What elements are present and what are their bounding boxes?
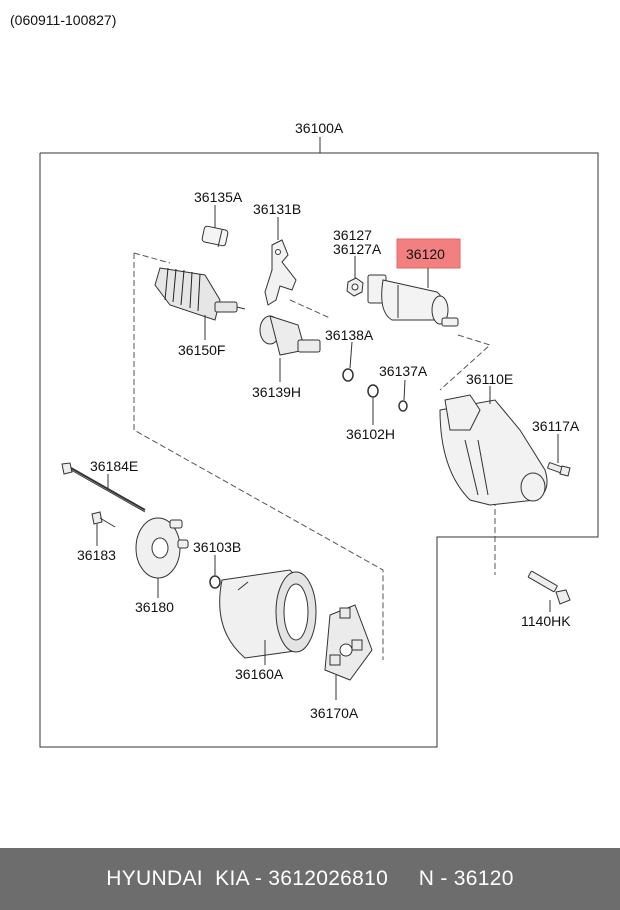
highlight-box — [396, 238, 461, 269]
part-label-36102H[interactable]: 36102H — [346, 426, 395, 442]
part-36103B-drawing — [209, 575, 221, 589]
part-36180-drawing — [135, 517, 189, 579]
part-label-36120[interactable]: 36120 — [406, 246, 445, 262]
part-36135A-drawing — [201, 225, 229, 248]
part-label-36103B[interactable]: 36103B — [193, 539, 241, 555]
part-label-36127[interactable]: 36127 — [333, 227, 372, 243]
part-label-36184E[interactable]: 36184E — [90, 458, 138, 474]
part-36120-drawing — [367, 274, 459, 327]
part-36137A-drawing — [398, 400, 408, 412]
part-36110E-drawing — [439, 394, 548, 506]
date-range-label: (060911-100827) — [10, 12, 117, 28]
leader-36138A — [349, 341, 353, 369]
part-label-1140HK[interactable]: 1140HK — [521, 613, 571, 629]
assembly-label: 36100A — [295, 120, 344, 136]
part-1140HK-drawing — [527, 570, 571, 605]
part-36139H-drawing — [259, 315, 321, 356]
part-36170A-drawing — [324, 604, 373, 681]
part-36117A-drawing — [547, 462, 571, 477]
part-36102H-drawing — [367, 384, 379, 398]
dashed-guides — [133, 252, 496, 660]
leader-36137A — [403, 379, 406, 401]
footer-part-number: HYUNDAI KIA - 3612026810 N - 36120 — [0, 848, 620, 910]
part-label-36135A[interactable]: 36135A — [194, 189, 243, 205]
part-36138A-drawing — [342, 368, 354, 382]
assembly-boundary — [39, 152, 599, 748]
part-36160A-drawing — [219, 569, 317, 659]
part-label-36138A[interactable]: 36138A — [325, 327, 374, 343]
part-label-36139H[interactable]: 36139H — [252, 384, 301, 400]
part-label-36137A[interactable]: 36137A — [379, 363, 428, 379]
part-label-36180[interactable]: 36180 — [135, 599, 174, 615]
part-label-36150F[interactable]: 36150F — [178, 342, 225, 358]
part-label-36160A[interactable]: 36160A — [235, 666, 284, 682]
part-36150F-drawing — [154, 267, 246, 321]
part-label-36127A[interactable]: 36127A — [333, 241, 382, 257]
part-label-36117A[interactable]: 36117A — [532, 418, 580, 434]
part-label-36183[interactable]: 36183 — [77, 547, 116, 563]
part-label-36110E[interactable]: 36110E — [466, 371, 513, 387]
part-36183-drawing — [91, 511, 116, 528]
part-label-36131B[interactable]: 36131B — [253, 201, 301, 217]
part-36127-drawing — [346, 277, 364, 297]
part-36131B-drawing — [264, 239, 297, 306]
part-label-36170A[interactable]: 36170A — [310, 705, 359, 721]
